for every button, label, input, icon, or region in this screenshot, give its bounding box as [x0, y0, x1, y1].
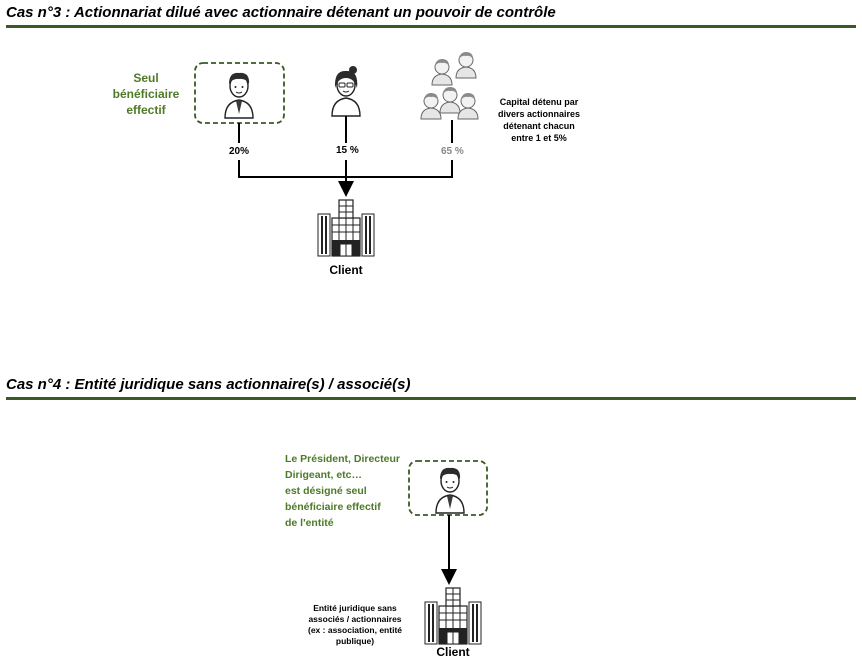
man-icon	[224, 72, 254, 119]
pct-second: 15 %	[336, 145, 359, 156]
case3-divider	[6, 25, 856, 28]
client-label: Client	[436, 645, 470, 659]
group-note: Capital détenu par divers actionnaires d…	[497, 97, 581, 143]
case3-title: Cas n°3 : Actionnariat dilué avec action…	[6, 4, 556, 21]
client-label: Client	[329, 263, 363, 277]
man-icon	[435, 467, 465, 514]
group-icon	[420, 51, 479, 120]
woman-icon	[331, 65, 361, 117]
president-label: Le Président, Directeur Dirigeant, etc… …	[285, 453, 400, 529]
entity-note: Entité juridique sans associés / actionn…	[308, 603, 402, 646]
pct-group: 65 %	[441, 146, 464, 157]
building-icon	[424, 587, 482, 645]
case4-divider	[6, 397, 856, 400]
case3-beneficiary-label: Seul bénéficiaire effectif	[112, 71, 180, 117]
pct-main: 20%	[229, 146, 250, 157]
case4-title: Cas n°4 : Entité juridique sans actionna…	[6, 376, 411, 393]
building-icon	[317, 199, 375, 257]
